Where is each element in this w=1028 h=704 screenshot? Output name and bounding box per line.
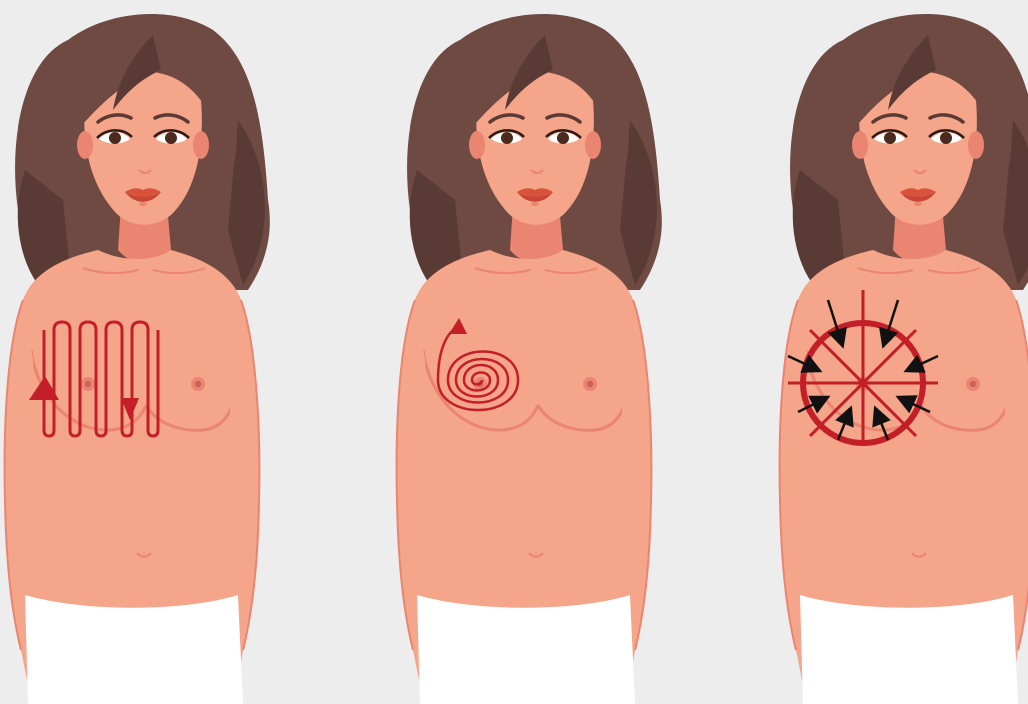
figure-vertical-strip bbox=[5, 14, 270, 704]
figure-radial-wedge bbox=[780, 14, 1028, 704]
woman-figure-2 bbox=[397, 14, 662, 704]
woman-figure-3 bbox=[780, 14, 1028, 704]
figure-circular-spiral bbox=[397, 14, 662, 704]
